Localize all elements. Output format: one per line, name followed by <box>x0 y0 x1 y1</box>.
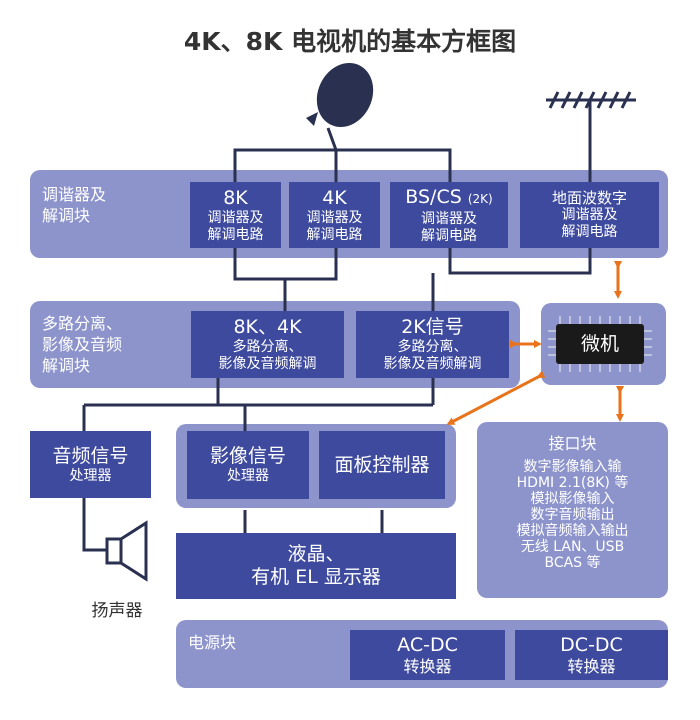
interface-block-text: 接口块 数字影像输入输 HDMI 2.1(8K) 等 模拟影像输入 数字音频输出… <box>477 433 668 571</box>
demux-8k4k-box: 8K、4K 多路分离、 影像及音频解调 <box>191 311 344 378</box>
tuner-4k-box: 4K 调谐器及 解调电路 <box>289 182 380 248</box>
interface-block-title: 接口块 <box>548 434 597 453</box>
antenna-icon <box>546 91 636 109</box>
tuner-8k-box: 8K 调谐器及 解调电路 <box>190 182 281 248</box>
display-box: 液晶、 有机 EL 显示器 <box>176 533 456 599</box>
tuner-bscs-box: BS/CS (2K) 调谐器及 解调电路 <box>390 182 508 248</box>
ac-dc-converter-box: AC-DC 转换器 <box>350 630 505 680</box>
speaker-label: 扬声器 <box>91 601 143 621</box>
demux-block-label: 多路分离、 影像及音频 解调块 <box>42 314 123 375</box>
panel-controller-box: 面板控制器 <box>319 431 445 499</box>
page-title: 4K、8K 电视机的基本方框图 <box>183 27 517 56</box>
speaker-icon <box>105 520 148 582</box>
satellite-dish-icon <box>306 62 374 128</box>
interface-block-region <box>477 422 668 598</box>
demux-2k-box: 2K信号 多路分离、 影像及音频解调 <box>356 311 509 378</box>
audio-processor-box: 音频信号 处理器 <box>30 431 151 498</box>
microcomputer-label: 微机 <box>580 333 619 355</box>
tuner-block-label: 调谐器及 解调块 <box>42 185 107 225</box>
chip-icon <box>548 316 652 372</box>
dc-dc-converter-box: DC-DC 转换器 <box>515 630 668 680</box>
video-processor-box: 影像信号 处理器 <box>187 431 309 499</box>
tuner-terrestrial-box: 地面波数字 调谐器及 解调电路 <box>520 182 659 248</box>
power-block-label: 电源块 <box>188 633 237 652</box>
